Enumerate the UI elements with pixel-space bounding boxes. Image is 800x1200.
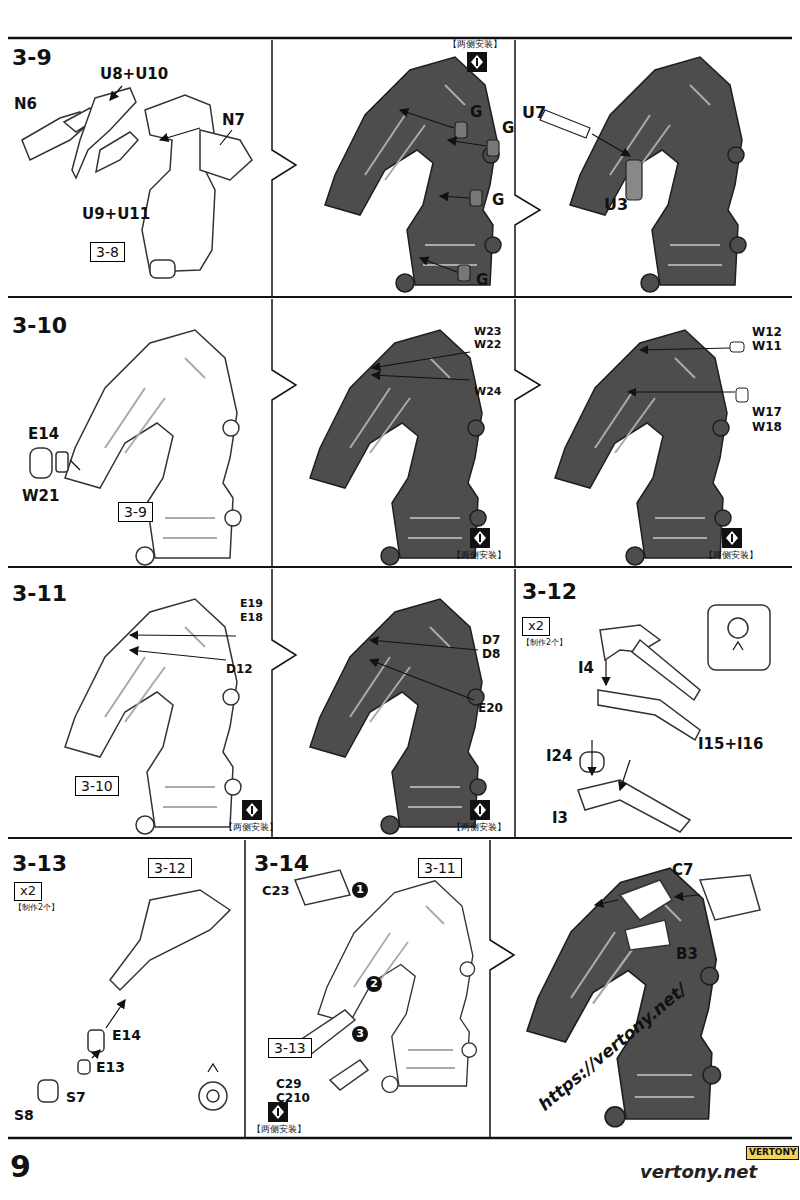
part-label: W11 bbox=[752, 340, 782, 353]
step-circle: 3 bbox=[352, 1026, 368, 1042]
step-number: 1 bbox=[352, 882, 368, 898]
part-label: S8 bbox=[14, 1108, 34, 1123]
note-text: 【制作2个】 bbox=[14, 902, 59, 913]
watermark: VERTONY bbox=[746, 1146, 799, 1160]
reference-box: 3-8 bbox=[90, 242, 125, 262]
box-text: 3-8 bbox=[90, 242, 125, 262]
part-label: W21 bbox=[22, 488, 59, 505]
note-text: 【两侧安装】 bbox=[452, 551, 506, 561]
quantity-box: x2【制作2个】 bbox=[14, 880, 59, 913]
part-label: C29 bbox=[276, 1078, 302, 1091]
step-number: 3-12 bbox=[522, 580, 577, 604]
part-label: G bbox=[502, 120, 514, 137]
step-circle: 1 bbox=[352, 882, 368, 898]
reference-box: 3-13 bbox=[268, 1038, 312, 1058]
step-number: 9 bbox=[10, 1150, 31, 1183]
part-label: S7 bbox=[66, 1090, 86, 1105]
part-label: I4 bbox=[578, 660, 594, 677]
part-label: W18 bbox=[752, 421, 782, 434]
part-label: E19 bbox=[240, 598, 263, 610]
step-circle: 2 bbox=[366, 976, 382, 992]
note-text: 【制作2个】 bbox=[522, 637, 567, 648]
part-label: G bbox=[470, 104, 482, 121]
step-number: 3 bbox=[352, 1026, 368, 1042]
part-label: W23 bbox=[474, 326, 501, 338]
part-label: D12 bbox=[226, 663, 253, 676]
part-label: G bbox=[492, 192, 504, 209]
part-label: E14 bbox=[28, 426, 59, 443]
note-text: 【两侧安装】 bbox=[448, 40, 502, 50]
reference-box: 3-9 bbox=[118, 502, 153, 522]
box-text: x2 bbox=[522, 617, 550, 636]
box-text: 3-9 bbox=[118, 502, 153, 522]
step-number: 3-14 bbox=[254, 852, 309, 876]
part-label: U7 bbox=[522, 104, 546, 122]
reference-box: 3-12 bbox=[148, 858, 192, 878]
note-text: 【两侧安装】 bbox=[252, 1125, 306, 1135]
step-number: 2 bbox=[366, 976, 382, 992]
box-text: x2 bbox=[14, 882, 42, 901]
part-label: W12 bbox=[752, 326, 782, 339]
step-number: 3-10 bbox=[12, 314, 67, 338]
part-label: D7 bbox=[482, 634, 500, 647]
part-label: I3 bbox=[552, 810, 568, 827]
step-number: 3-9 bbox=[12, 46, 52, 70]
note-text: 【两侧安装】 bbox=[452, 823, 506, 833]
part-label: D8 bbox=[482, 648, 500, 661]
part-label: N6 bbox=[14, 96, 37, 113]
step-number: 3-11 bbox=[12, 582, 67, 606]
part-label: N7 bbox=[222, 112, 245, 129]
reference-box: 3-11 bbox=[418, 858, 462, 878]
reference-box: 3-10 bbox=[75, 776, 119, 796]
part-label: W22 bbox=[474, 339, 501, 351]
box-text: 3-12 bbox=[148, 858, 192, 878]
part-label: E13 bbox=[96, 1060, 125, 1075]
part-label: C210 bbox=[276, 1092, 310, 1105]
box-text: 3-11 bbox=[418, 858, 462, 878]
part-label: E14 bbox=[112, 1028, 141, 1043]
note-text: 【两侧安装】 bbox=[704, 551, 758, 561]
box-text: 3-13 bbox=[268, 1038, 312, 1058]
step-number: 3-13 bbox=[12, 852, 67, 876]
part-label: W24 bbox=[474, 386, 501, 398]
part-label: U3 bbox=[604, 196, 628, 214]
part-label: I15+I16 bbox=[698, 736, 763, 753]
part-label: U9+U11 bbox=[82, 206, 150, 223]
part-label: G bbox=[476, 272, 488, 289]
quantity-box: x2【制作2个】 bbox=[522, 615, 567, 648]
part-label: W17 bbox=[752, 406, 782, 419]
part-label: B3 bbox=[676, 946, 698, 963]
box-text: 3-10 bbox=[75, 776, 119, 796]
part-label: C7 bbox=[672, 862, 693, 879]
part-label: E20 bbox=[478, 702, 503, 715]
watermark: vertony.net bbox=[640, 1162, 757, 1182]
part-label: E18 bbox=[240, 612, 263, 624]
part-label: U8+U10 bbox=[100, 66, 168, 83]
note-text: 【两侧安装】 bbox=[224, 823, 278, 833]
part-label: I24 bbox=[546, 748, 572, 765]
part-label: C23 bbox=[262, 884, 290, 898]
